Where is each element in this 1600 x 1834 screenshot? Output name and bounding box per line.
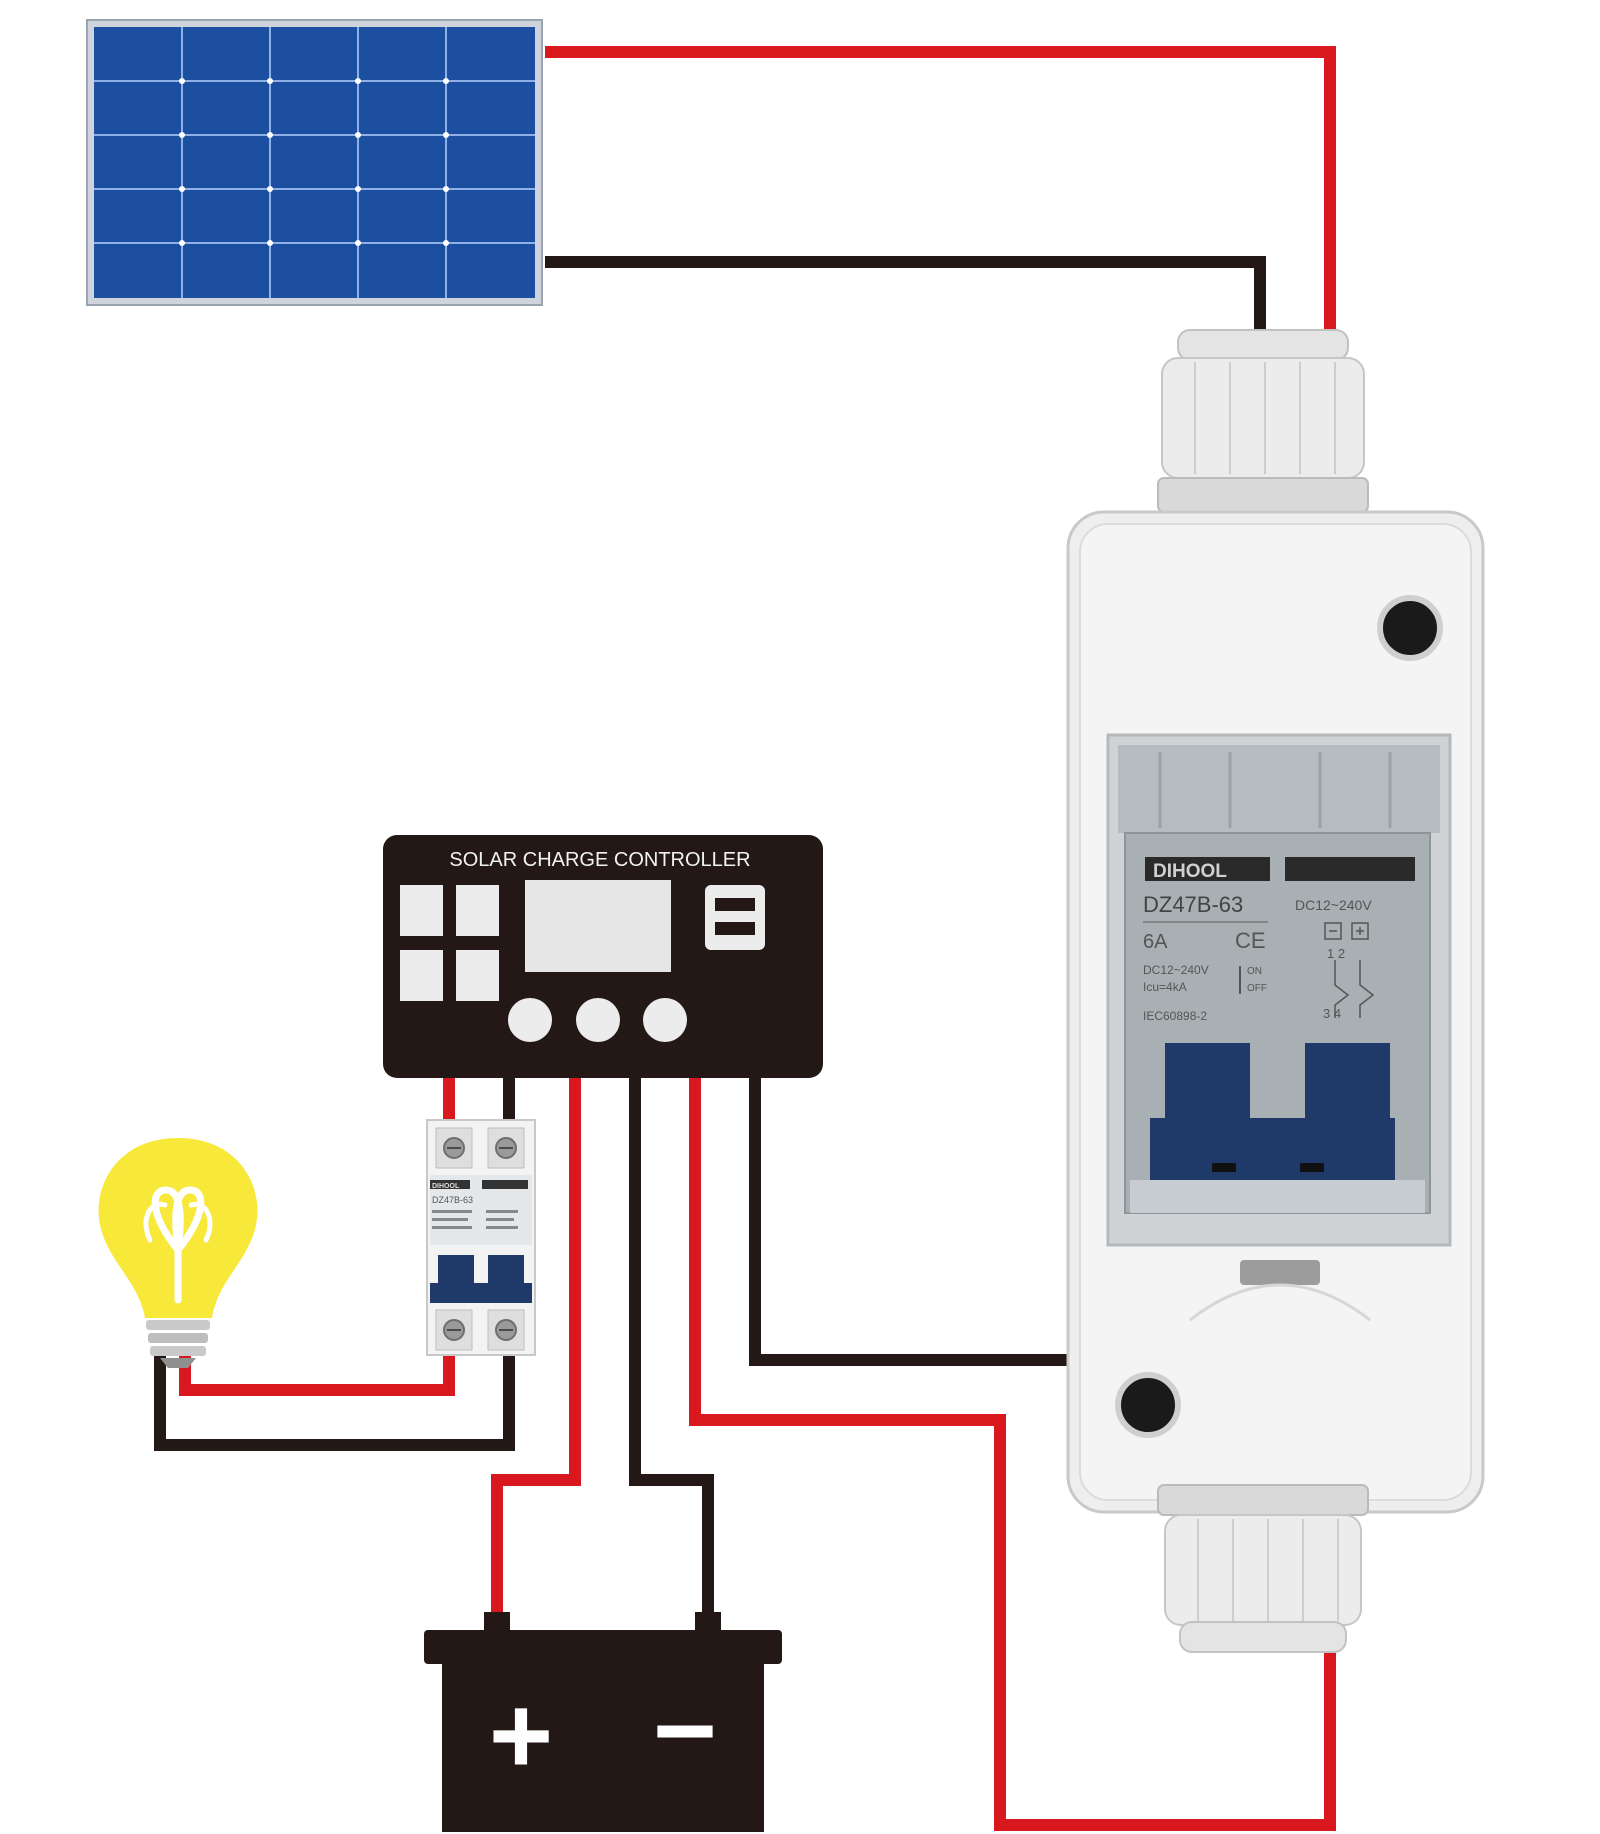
breaker-brand: DIHOOL [1153, 861, 1227, 882]
battery-plus: + [489, 1674, 553, 1797]
solar-panel-icon [86, 19, 543, 306]
panel-positive-wire [545, 46, 1336, 335]
breaker-enclosure: DIHOOL DZ47B-63 DC12~240V 6A CE DC12~240… [1066, 329, 1485, 1653]
usb-port-icon [705, 885, 765, 950]
breaker-handle-bar[interactable] [1150, 1118, 1395, 1180]
breaker-terminal-top: 1 2 [1327, 946, 1345, 961]
small-breaker: DIHOOL DZ47B-63 [426, 1119, 536, 1356]
screw-hole-top [1377, 595, 1443, 661]
controller-pv-positive-wire [689, 1078, 1336, 1831]
breaker-ce-mark: CE [1235, 928, 1266, 953]
controller-button-3[interactable] [643, 998, 687, 1042]
breaker-toggle-right[interactable] [1305, 1043, 1390, 1123]
small-breaker-brand: DIHOOL [432, 1183, 460, 1190]
controller-key-2[interactable] [456, 885, 499, 936]
controller-button-1[interactable] [508, 998, 552, 1042]
controller-title: SOLAR CHARGE CONTROLLER [449, 849, 750, 871]
battery-negative-wire [629, 1078, 714, 1625]
battery-icon: + − [424, 1612, 782, 1832]
controller-key-4[interactable] [456, 950, 499, 1001]
cable-gland-top [1157, 329, 1369, 513]
solar-charge-controller: SOLAR CHARGE CONTROLLER [383, 835, 823, 1078]
controller-display [525, 880, 671, 972]
breaker-voltage-header: DC12~240V [1295, 897, 1372, 913]
breaker-off-label: OFF [1247, 983, 1267, 994]
wires [154, 46, 1336, 1831]
small-breaker-handle[interactable] [430, 1283, 532, 1303]
battery-minus: − [653, 1669, 717, 1792]
light-bulb-icon [98, 1138, 258, 1368]
breaker-spec-voltage: DC12~240V [1143, 963, 1209, 977]
small-breaker-toggle-left[interactable] [438, 1255, 474, 1285]
breaker-spec-icu: Icu=4kA [1143, 980, 1187, 994]
controller-button-2[interactable] [576, 998, 620, 1042]
breaker-rating: 6A [1143, 931, 1168, 953]
breaker-schematic [1324, 922, 1375, 1018]
breaker-on-label: ON [1247, 966, 1262, 977]
bulb-negative-wire [154, 1345, 515, 1451]
panel-negative-wire [545, 256, 1266, 335]
small-breaker-toggle-right[interactable] [488, 1255, 524, 1285]
breaker-toggle-left[interactable] [1165, 1043, 1250, 1123]
breaker-terminal-bottom: 3 4 [1323, 1006, 1341, 1021]
breaker-standard: IEC60898-2 [1143, 1009, 1207, 1023]
controller-key-1[interactable] [400, 885, 443, 936]
dc-breaker-icon: DIHOOL DZ47B-63 DC12~240V 6A CE DC12~240… [1124, 832, 1431, 1214]
breaker-model: DZ47B-63 [1143, 892, 1243, 917]
small-breaker-model: DZ47B-63 [432, 1195, 473, 1205]
cable-gland-bottom [1157, 1484, 1369, 1653]
battery-positive-wire [491, 1078, 581, 1625]
screw-hole-bottom [1115, 1372, 1181, 1438]
bulb-positive-wire [179, 1345, 455, 1396]
controller-key-3[interactable] [400, 950, 443, 1001]
